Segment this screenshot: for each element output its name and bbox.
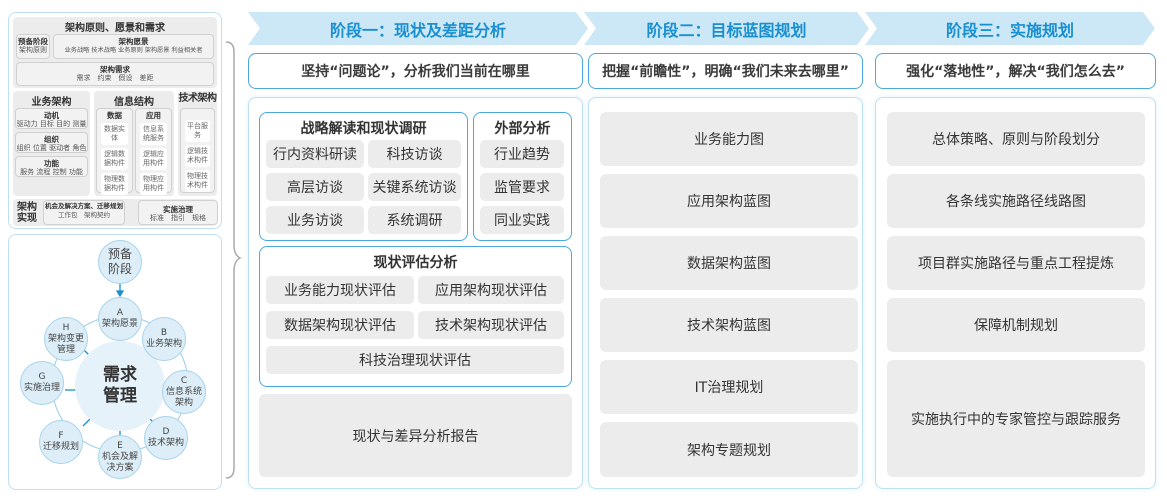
research-item: 高层访谈 xyxy=(266,173,364,201)
box-title: 外部分析 xyxy=(494,121,551,137)
app-box: 应用 信息系统服务逻辑应用构件物理应用构件 xyxy=(135,108,172,195)
research-item: 业务访谈 xyxy=(266,206,364,234)
assessment-item: 科技治理现状评估 xyxy=(266,346,564,374)
blueprint-item: 架构专题规划 xyxy=(600,422,858,477)
business-arch-section: 业务架构 动机驱动力 目标 目的 测量 组织组织 位置 驱动者 角色 功能服务 … xyxy=(13,91,90,196)
strategy-research-box: 战略解读和现状调研 行内资料研读 科技访谈 高层访谈 关键系统访谈 业务访谈 系… xyxy=(259,112,468,241)
tech-box: 平台服务逻辑技术构件物理技术构件 xyxy=(180,108,215,193)
phase-3-content: 总体策略、原则与阶段划分 各条线实施路径线路图 项目群实施路径与重点工程提炼 保… xyxy=(875,97,1156,489)
blueprint-item: 应用架构蓝图 xyxy=(600,174,858,228)
assessment-item: 数据架构现状评估 xyxy=(266,311,414,339)
plan-item: 保障机制规划 xyxy=(887,298,1145,352)
external-analysis-box: 外部分析 行业趋势 监管要求 同业实践 xyxy=(473,112,572,241)
blueprint-item: IT治理规划 xyxy=(600,360,858,414)
requirements-box: 架构需求需求 约束 假设 差距 xyxy=(16,62,214,86)
external-item: 监管要求 xyxy=(480,173,564,201)
assessment-item: 应用架构现状评估 xyxy=(418,276,564,304)
biz-group: 动机驱动力 目标 目的 测量 xyxy=(15,108,88,129)
current-assessment-box: 现状评估分析 业务能力现状评估 应用架构现状评估 数据架构现状评估 技术架构现状… xyxy=(259,246,572,387)
opportunity-box: 机会及解决方案、迁移规划工作包 架构契约 xyxy=(43,200,125,225)
section-title: 架构实现 xyxy=(17,202,37,224)
phase-3-subtitle: 强化“落地性”，解决“我们怎么去” xyxy=(875,53,1156,89)
principles-section: 架构原则、愿景和需求 预备阶段架构原则 架构愿景业务战略 技术战略 业务原则 架… xyxy=(13,17,217,88)
plan-item: 实施执行中的专家管控与跟踪服务 xyxy=(887,360,1145,477)
gap-report-item: 现状与差异分析报告 xyxy=(259,394,572,477)
section-title: 业务架构 xyxy=(31,97,72,108)
phase-2-subtitle: 把握“前瞻性”，明确“我们未来去哪里” xyxy=(588,53,863,89)
bracket-divider xyxy=(225,41,242,479)
blueprint-item: 技术架构蓝图 xyxy=(600,298,858,352)
research-item: 科技访谈 xyxy=(368,140,461,168)
plan-item: 项目群实施路径与重点工程提炼 xyxy=(887,236,1145,290)
phase-1-subtitle: 坚持“问题论”，分析我们当前在哪里 xyxy=(248,53,583,89)
research-item: 关键系统访谈 xyxy=(368,173,461,201)
plan-item: 总体策略、原则与阶段划分 xyxy=(887,112,1145,166)
impl-section: 架构实现 机会及解决方案、迁移规划工作包 架构契约 实施治理标准 指引 规格 xyxy=(13,199,218,226)
prep-phase-node[interactable]: 预备阶段 xyxy=(98,240,142,284)
external-item: 行业趋势 xyxy=(480,140,564,168)
phase-1-banner: 阶段一：现状及差距分析 xyxy=(248,12,588,45)
biz-group: 功能服务 流程 控制 功能 xyxy=(15,156,88,177)
assessment-item: 技术架构现状评估 xyxy=(418,311,564,339)
tech-arch-section: 技术架构 平台服务逻辑技术构件物理技术构件 xyxy=(178,91,217,196)
blueprint-item: 业务能力图 xyxy=(600,112,858,166)
section-title: 技术架构 xyxy=(178,93,218,104)
box-title: 战略解读和现状调研 xyxy=(300,121,427,137)
phase-2-banner: 阶段二：目标蓝图规划 xyxy=(584,12,869,45)
blueprint-item: 数据架构蓝图 xyxy=(600,236,858,290)
phase-2-content: 业务能力图 应用架构蓝图 数据架构蓝图 技术架构蓝图 IT治理规划 架构专题规划 xyxy=(588,97,863,489)
biz-group: 组织组织 位置 驱动者 角色 xyxy=(15,132,88,153)
phase-1-content: 战略解读和现状调研 行内资料研读 科技访谈 高层访谈 关键系统访谈 业务访谈 系… xyxy=(248,97,583,489)
governance-box: 实施治理标准 指引 规格 xyxy=(138,200,218,225)
box-title: 现状评估分析 xyxy=(373,255,458,271)
prep-box: 预备阶段架构原则 xyxy=(16,34,50,59)
data-box: 数据 数据实体逻辑数据构件物理数据构件 xyxy=(96,108,133,195)
research-item: 行内资料研读 xyxy=(266,140,364,168)
research-item: 系统调研 xyxy=(368,206,461,234)
external-item: 同业实践 xyxy=(480,206,564,234)
vision-box: 架构愿景业务战略 技术战略 业务原则 架构愿景 利益相关者 xyxy=(53,34,214,59)
plan-item: 各条线实施路径线路图 xyxy=(887,174,1145,228)
assessment-item: 业务能力现状评估 xyxy=(266,276,414,304)
togaf-content-panel: 架构原则、愿景和需求 预备阶段架构原则 架构愿景业务战略 技术战略 业务原则 架… xyxy=(8,12,222,229)
info-arch-section: 信息结构 数据 数据实体逻辑数据构件物理数据构件 应用 信息系统服务逻辑应用构件… xyxy=(94,91,174,196)
section-title: 架构原则、愿景和需求 xyxy=(65,23,165,34)
phase-3-banner: 阶段三：实施规划 xyxy=(865,12,1155,45)
section-title: 信息结构 xyxy=(114,97,154,108)
